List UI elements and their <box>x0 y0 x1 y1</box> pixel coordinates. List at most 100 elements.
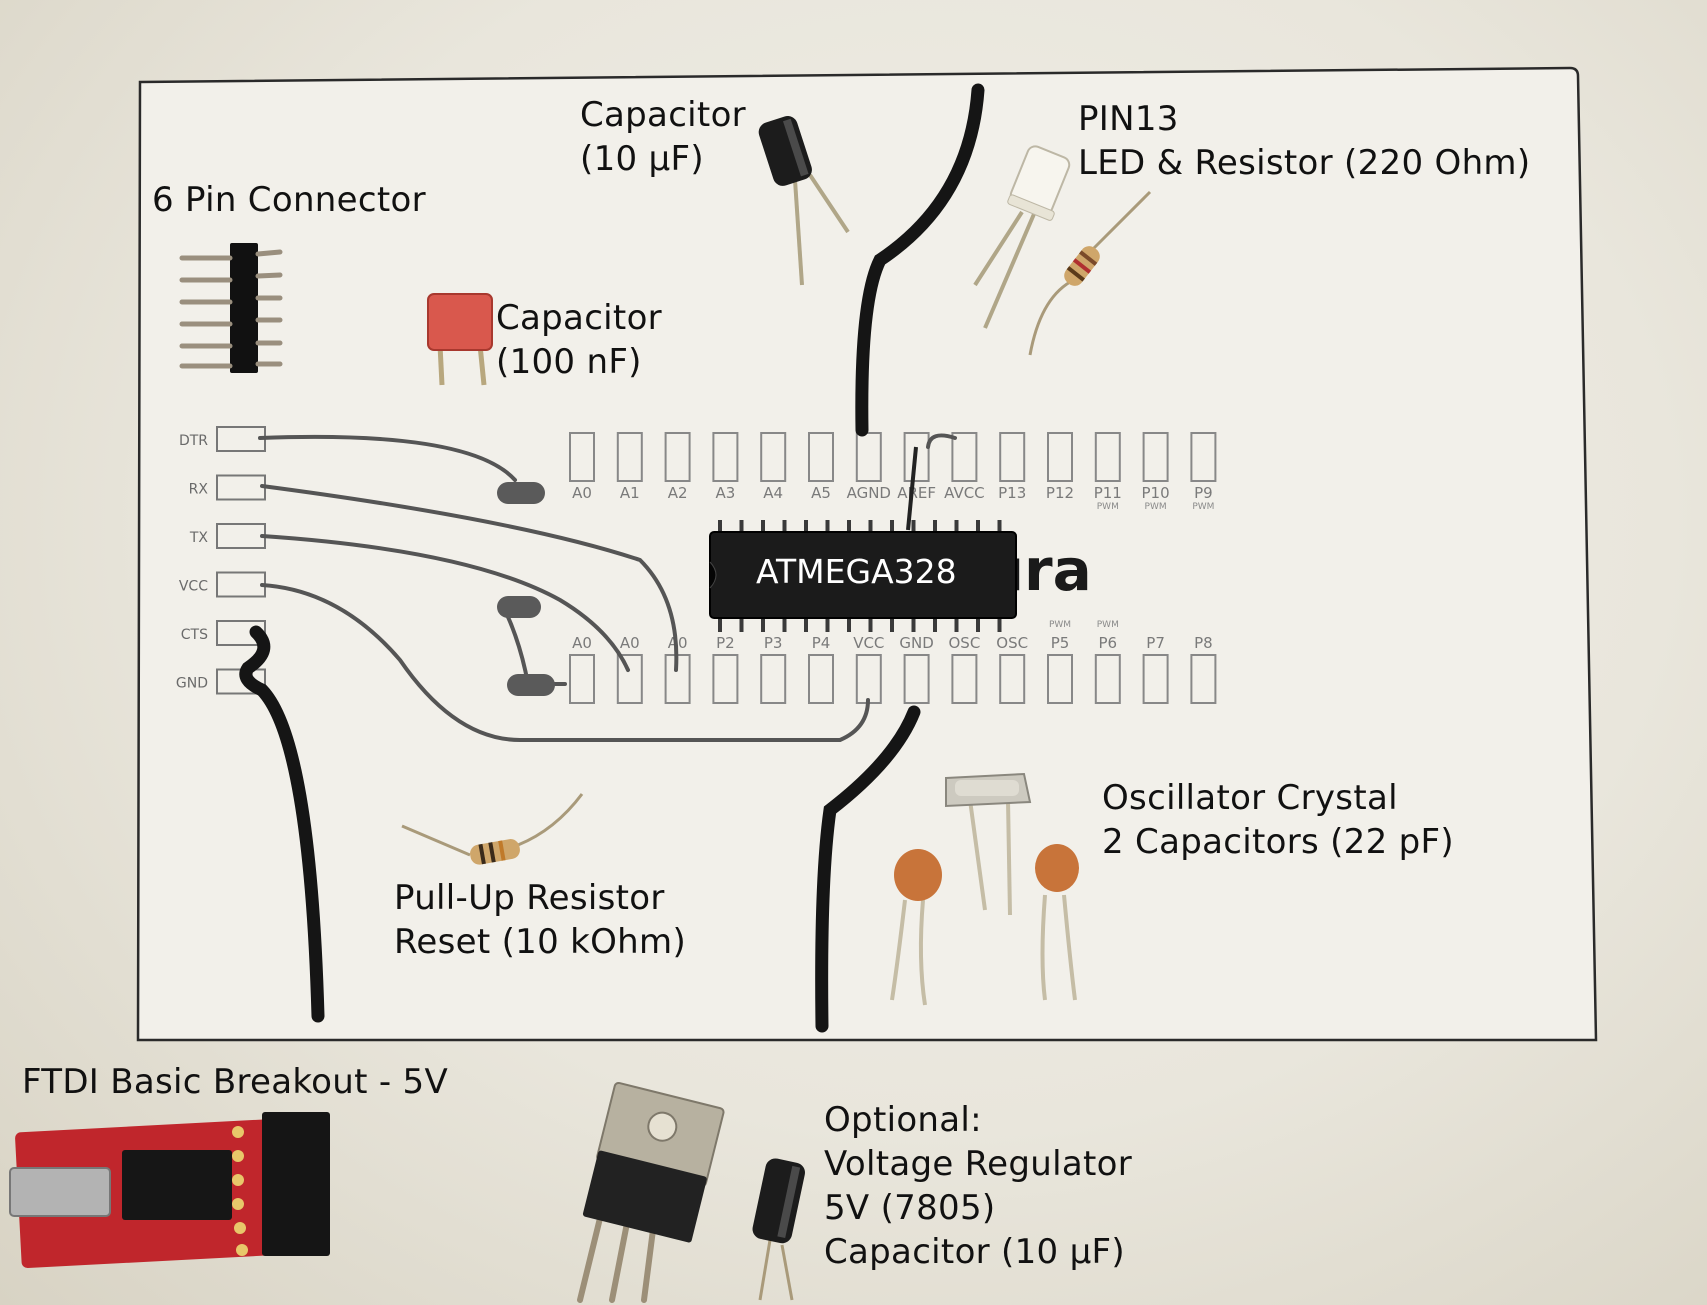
pin-sublabel: PWM <box>1049 620 1071 630</box>
wire-rx <box>260 484 679 672</box>
label-pullup-value: Reset (10 kOhm) <box>394 922 687 962</box>
top-pin-7: AGND <box>847 432 891 502</box>
pullup-resistor <box>401 793 584 865</box>
label-atmega328: ATMEGA328 <box>756 552 957 591</box>
label-voltage-regulator: Voltage Regulator <box>824 1144 1132 1184</box>
ftdi-pad-label: DTR <box>179 433 208 449</box>
pin-sublabel: PWM <box>1097 502 1119 512</box>
bottom-pin-2: A0 <box>616 634 643 704</box>
pin-label: A0 <box>572 634 592 652</box>
label-oscillator-caps: 2 Capacitors (22 pF) <box>1102 822 1454 862</box>
pin-sublabel: PWM <box>1145 502 1167 512</box>
six-pin-connector <box>179 243 283 373</box>
bottom-pin-1: A0 <box>569 634 595 704</box>
bottom-pin-14: P8 <box>1190 634 1217 704</box>
ftdi-pad-label: VCC <box>179 579 208 595</box>
top-pin-3: A2 <box>664 432 691 502</box>
top-pin-4: A3 <box>712 432 739 502</box>
ftdi-pad-label: RX <box>189 482 209 498</box>
top-pin-10: P13 <box>998 432 1026 502</box>
pin-label: P5 <box>1051 634 1070 652</box>
crystal-and-caps <box>890 772 1079 1006</box>
top-pin-6: A5 <box>808 432 834 502</box>
top-pin-8: AREF <box>897 432 936 502</box>
label-optional: Optional: <box>824 1100 982 1140</box>
pin-label: VCC <box>853 634 884 652</box>
ftdi-pad-label: TX <box>189 530 209 546</box>
pin-label: P10 <box>1142 484 1170 502</box>
pin-label: A1 <box>620 484 640 502</box>
bottom-pin-10: OSC <box>996 634 1028 704</box>
label-regulator-capacitor: Capacitor (10 µF) <box>824 1232 1125 1272</box>
pin-label: A5 <box>811 484 831 502</box>
label-pin13-title: PIN13 <box>1078 99 1179 139</box>
top-pin-1: A0 <box>569 432 595 502</box>
wire-gnd-bottom <box>815 705 921 1033</box>
bottom-pin-13: P7 <box>1142 634 1169 704</box>
pin-label: P11 <box>1094 484 1122 502</box>
label-pin13-detail: LED & Resistor (220 Ohm) <box>1078 143 1531 183</box>
label-cap-10uf-value: (10 µF) <box>580 139 704 179</box>
pin-sublabel: PWM <box>1192 502 1214 512</box>
pin-label: P9 <box>1194 484 1213 502</box>
ftdi-board <box>9 1112 330 1269</box>
wire-top-black <box>855 83 985 437</box>
pin-label: A0 <box>620 634 640 652</box>
label-cap-10uf-title: Capacitor <box>580 95 746 135</box>
pin-label: P2 <box>716 634 735 652</box>
pin-label: P4 <box>812 634 831 652</box>
pin-label: P8 <box>1194 634 1213 652</box>
led-and-resistor <box>973 145 1152 356</box>
label-regulator-model: 5V (7805) <box>824 1188 996 1228</box>
pin-label: AVCC <box>944 484 985 502</box>
top-pin-5: A4 <box>760 432 787 502</box>
wire-aref <box>926 433 957 449</box>
pin-label: OSC <box>996 634 1028 652</box>
wire-ends <box>497 482 555 696</box>
top-pin-9: AVCC <box>944 432 985 502</box>
top-pin-2: A1 <box>616 432 643 502</box>
pin-label: GND <box>899 634 933 652</box>
wire-tx <box>260 534 630 672</box>
voltage-regulator <box>577 1081 805 1303</box>
pin-label: A2 <box>668 484 688 502</box>
wire-ftdi-gnd <box>239 625 325 1023</box>
pin-label: A4 <box>763 484 783 502</box>
label-six-pin-connector: 6 Pin Connector <box>152 180 426 220</box>
wire-vcc <box>260 583 870 742</box>
pin-label: P6 <box>1099 634 1118 652</box>
label-pullup-title: Pull-Up Resistor <box>394 878 665 918</box>
bottom-pin-9: OSC <box>948 634 980 704</box>
pin-label: A3 <box>715 484 735 502</box>
thick-wires <box>239 83 985 1033</box>
top-pin-11: P12 <box>1046 432 1074 502</box>
label-oscillator-title: Oscillator Crystal <box>1102 778 1398 818</box>
label-cap-100nf-title: Capacitor <box>496 298 662 338</box>
wire-dtr <box>258 434 517 482</box>
bottom-pin-8: GND <box>899 634 934 704</box>
pin-label: P7 <box>1146 634 1165 652</box>
pin-sublabel: PWM <box>1097 620 1119 630</box>
pin-label: AREF <box>897 484 936 502</box>
bottom-pin-5: P3 <box>760 634 787 704</box>
pin-label: A0 <box>572 484 592 502</box>
bottom-pin-4: P2 <box>712 634 739 704</box>
label-cap-100nf-value: (100 nF) <box>496 342 642 382</box>
wire-chip-aref <box>906 446 918 531</box>
pin-label: AGND <box>847 484 891 502</box>
capacitor-100nf <box>427 293 493 386</box>
pin-label: P13 <box>998 484 1026 502</box>
bottom-pin-12: P6 PWM <box>1094 620 1121 704</box>
bottom-pin-11: P5 PWM <box>1047 620 1073 704</box>
atmega328-chip <box>709 520 1017 632</box>
pin-label: P12 <box>1046 484 1074 502</box>
label-ftdi: FTDI Basic Breakout - 5V <box>22 1062 449 1102</box>
pin-label: P3 <box>764 634 783 652</box>
